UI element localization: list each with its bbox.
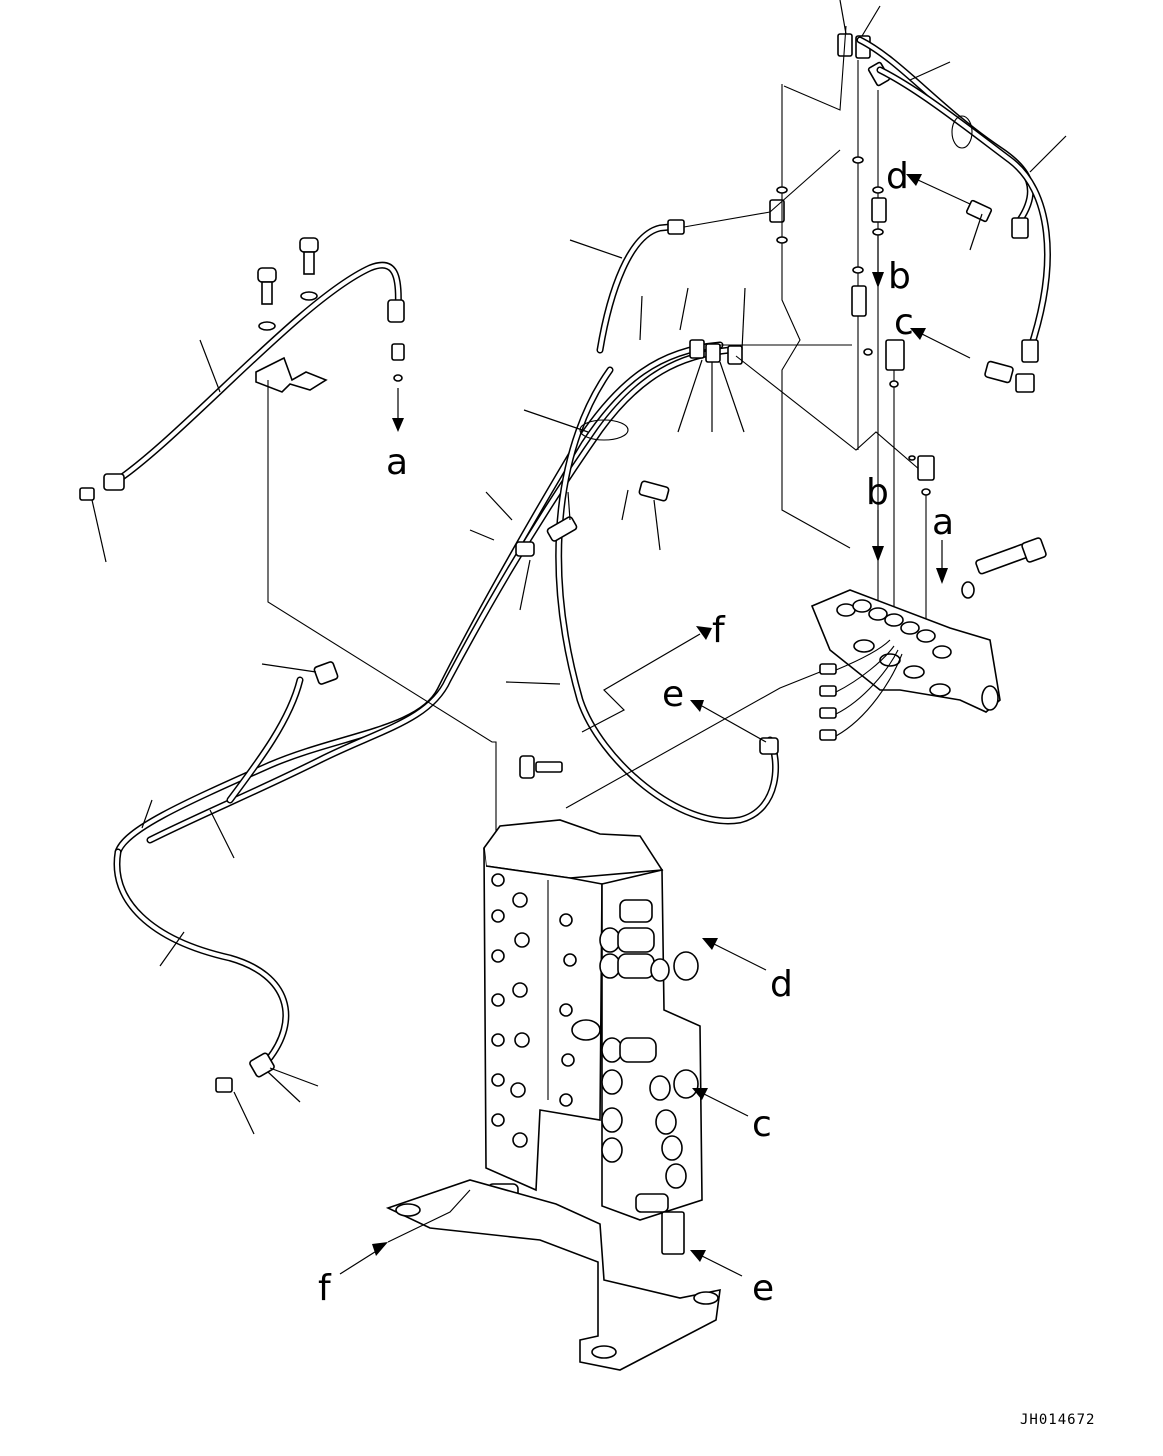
callout-c-top: c (894, 302, 914, 343)
top-right-hose-assembly (837, 33, 1051, 393)
fitting-stack-right (776, 25, 935, 620)
upper-center-hose (596, 199, 785, 354)
callout-b-right: b (866, 472, 889, 513)
drawing-number: JH014672 (1020, 1412, 1095, 1428)
bracket-bolts (255, 237, 328, 393)
callout-d-top: d (886, 156, 909, 197)
callout-f-base: f (318, 1268, 332, 1309)
solenoid-block (810, 589, 1001, 741)
callout-f-hose: f (712, 610, 726, 651)
callout-c-valve: c (752, 1104, 772, 1145)
main-hose-bundle (114, 341, 734, 856)
left-upper-hose (79, 261, 405, 501)
valve-base-frame (385, 1179, 721, 1371)
lower-left-hose (113, 848, 290, 1093)
valve-ports (491, 873, 601, 1148)
connector-cluster (689, 339, 743, 365)
valve-spools (487, 899, 699, 1213)
callout-e-hose: e (662, 674, 684, 715)
callout-d-valve: d (770, 964, 793, 1005)
center-loop-hose (546, 366, 779, 825)
callout-a-top: a (386, 442, 408, 483)
fitting-a-upper (391, 343, 405, 432)
callout-a-right: a (932, 502, 954, 543)
main-control-valve (483, 819, 703, 1221)
callout-e-base: e (752, 1268, 774, 1309)
callout-b-top: b (888, 256, 911, 297)
